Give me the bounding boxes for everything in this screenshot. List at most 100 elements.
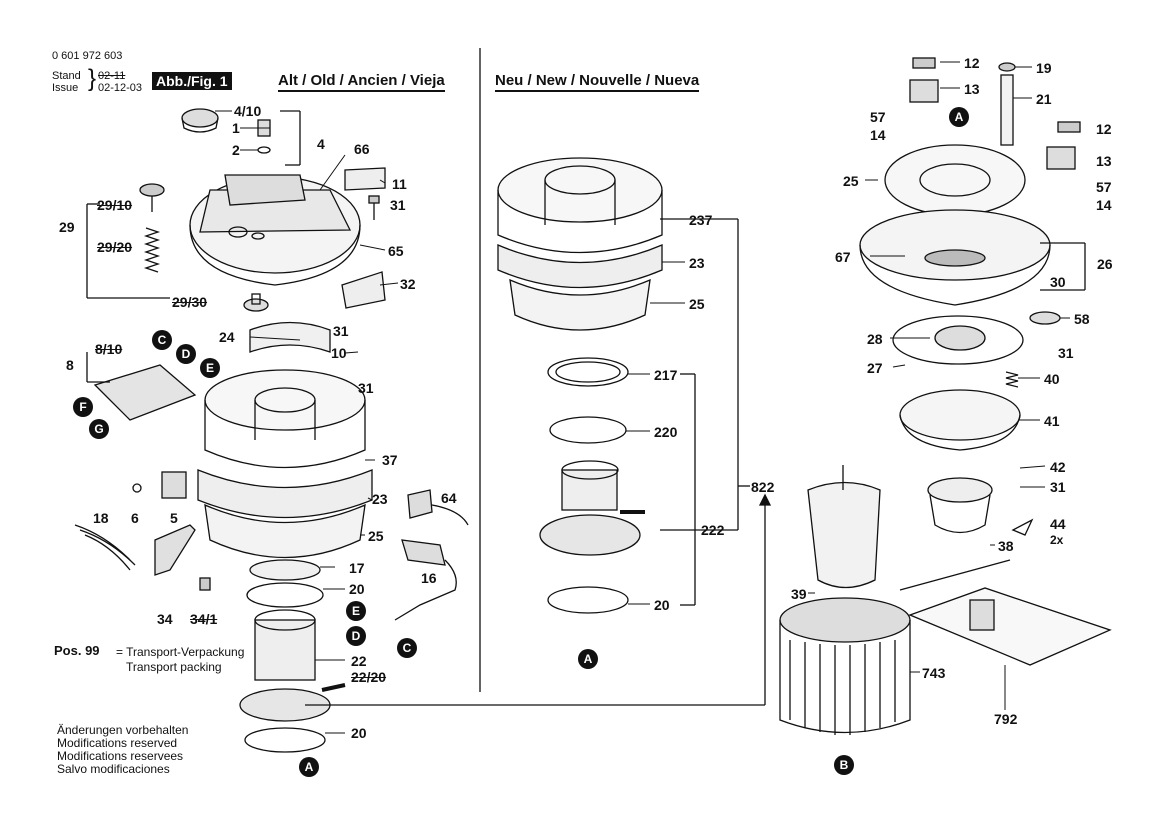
badge-f: F	[73, 397, 93, 417]
label-31-mid: 31	[333, 323, 349, 339]
pos-note-line1: = Transport-Verpackung	[116, 645, 245, 659]
modifications-fr: Modifications reservees	[57, 749, 184, 763]
label-29-10: 29/10	[97, 197, 133, 213]
date-stand: 02-11	[98, 70, 126, 82]
label-38: 38	[998, 538, 1014, 554]
new-ring-217	[547, 357, 629, 387]
label-34: 34	[157, 611, 173, 627]
old-lid-part	[189, 174, 361, 286]
label-67: 67	[835, 249, 851, 265]
label-220: 220	[654, 424, 678, 440]
badge-d-cable: D	[346, 626, 366, 646]
label-23-new: 23	[689, 255, 705, 271]
right-bag-792	[908, 587, 1112, 666]
label-26: 26	[1097, 256, 1113, 272]
old-ring-20b	[244, 727, 326, 753]
label-2x: 2x	[1050, 533, 1064, 547]
label-42: 42	[1050, 459, 1066, 475]
badge-c-old: C	[152, 330, 172, 350]
old-board-34	[154, 524, 196, 576]
right-basket-39	[807, 481, 881, 589]
old-cable-64	[407, 489, 469, 526]
label-22: 22	[351, 653, 367, 669]
label-37: 37	[382, 452, 398, 468]
new-ring-220	[549, 416, 627, 444]
modifications-en: Modifications reserved	[57, 736, 178, 750]
old-guide-lines	[86, 110, 301, 299]
right-switch-12-13	[909, 57, 1081, 170]
right-valve-38	[927, 477, 993, 534]
section-old-title: Alt / Old / Ancien / Vieja	[278, 72, 445, 92]
stand-label: Stand	[52, 70, 81, 82]
label-5: 5	[170, 510, 178, 526]
label-6: 6	[131, 510, 139, 526]
label-64: 64	[441, 490, 457, 506]
label-1: 1	[232, 120, 240, 136]
right-float-19-21	[998, 62, 1016, 146]
right-lid-25	[884, 144, 1026, 216]
old-wires-18	[74, 524, 136, 571]
label-29-30: 29/30	[172, 294, 208, 310]
new-bracket-lines	[660, 218, 750, 606]
new-housing-25	[509, 278, 651, 331]
label-66: 66	[354, 141, 370, 157]
label-12-top: 12	[964, 55, 980, 71]
label-743: 743	[922, 665, 946, 681]
old-motor-22	[239, 609, 346, 722]
figure-tag: Abb./Fig. 1	[152, 72, 232, 90]
label-31-right-low: 31	[1050, 479, 1066, 495]
label-25-old: 25	[368, 528, 384, 544]
new-cover-237	[497, 157, 663, 254]
old-switch-5	[161, 471, 187, 499]
right-head-41	[899, 389, 1021, 451]
right-housing-26	[859, 209, 1086, 306]
part-number: 0 601 972 603	[52, 50, 123, 62]
modifications-note: Änderungen vorbehalten Modifications res…	[57, 724, 188, 776]
label-31-low: 31	[358, 380, 374, 396]
label-32: 32	[400, 276, 416, 292]
label-8: 8	[66, 357, 74, 373]
old-filter-plate-part	[341, 167, 386, 309]
new-motor-222	[539, 460, 645, 556]
modifications-de: Änderungen vorbehalten	[57, 723, 189, 737]
old-filter-17	[249, 559, 321, 581]
right-spring-40	[1005, 371, 1019, 388]
label-14-right: 14	[1096, 197, 1112, 213]
right-cartridge-743	[779, 597, 911, 735]
label-24: 24	[219, 329, 235, 345]
right-clip-44	[1011, 518, 1034, 536]
label-4: 4	[317, 136, 325, 152]
badge-g: G	[89, 419, 109, 439]
badge-a-new: A	[578, 649, 598, 669]
badge-a-old: A	[299, 757, 319, 777]
badge-d-old: D	[176, 344, 196, 364]
issue-label: Issue	[52, 82, 79, 94]
label-4-10: 4/10	[234, 103, 262, 119]
old-float-screw-part	[257, 119, 271, 154]
right-seal-27	[892, 315, 1024, 365]
label-20-new: 20	[654, 597, 670, 613]
right-part-58	[1029, 311, 1061, 325]
label-28: 28	[867, 331, 883, 347]
label-23-old: 23	[372, 491, 388, 507]
label-29: 29	[59, 219, 75, 235]
new-housing-23	[497, 244, 663, 289]
old-ring-20a	[246, 582, 324, 608]
label-58: 58	[1074, 311, 1090, 327]
old-housing-25	[204, 503, 366, 559]
label-20-old-a: 20	[349, 581, 365, 597]
old-float-spring-part	[139, 183, 165, 273]
modifications-es: Salvo modificaciones	[57, 762, 170, 776]
label-2: 2	[232, 142, 240, 158]
new-ring-20	[547, 586, 629, 614]
label-14-left: 14	[870, 127, 886, 143]
label-8-10: 8/10	[95, 341, 123, 357]
badge-e-old: E	[200, 358, 220, 378]
old-band-24	[249, 321, 331, 353]
label-25-right: 25	[843, 173, 859, 189]
badge-c-cable: C	[397, 638, 417, 658]
label-222: 222	[701, 522, 725, 538]
right-guide-lines	[842, 465, 1011, 591]
leader-lines	[215, 61, 1070, 734]
label-65: 65	[388, 243, 404, 259]
